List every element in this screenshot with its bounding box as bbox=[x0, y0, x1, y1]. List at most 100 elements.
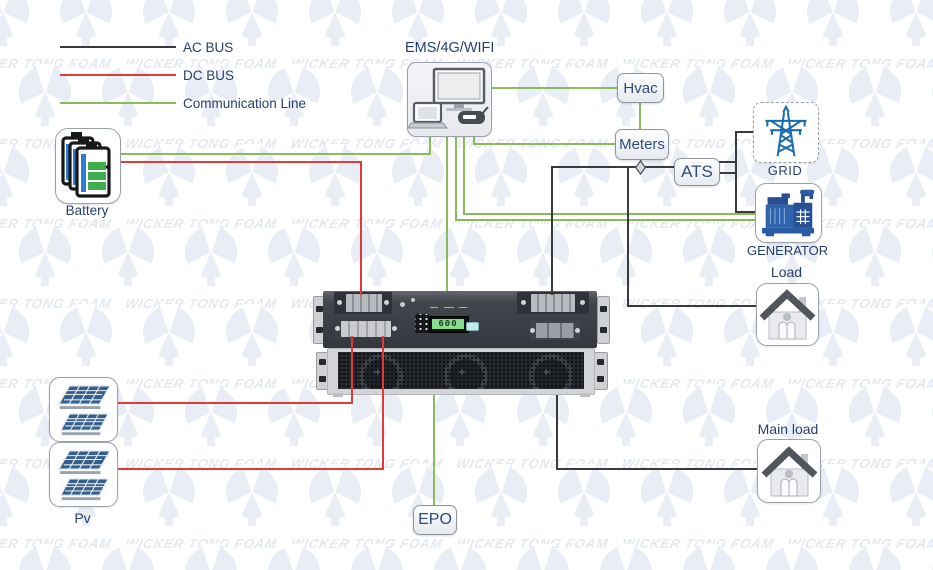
terminal-block-battery bbox=[334, 292, 392, 314]
terminal-block-pv bbox=[334, 319, 398, 339]
watermark-logo bbox=[598, 224, 654, 288]
junction-diamond-icon bbox=[635, 159, 646, 180]
watermark-logo bbox=[266, 224, 322, 288]
dc-line-pv1-h bbox=[116, 402, 353, 404]
grid-tower-icon bbox=[765, 105, 807, 157]
watermark-logo bbox=[681, 544, 737, 570]
terminal-block-ac bbox=[517, 292, 589, 314]
comm-line-ems-hvac bbox=[490, 87, 617, 89]
comm-line-generator2-v bbox=[463, 135, 465, 215]
watermark-logo bbox=[183, 384, 239, 448]
epo-node: EPO bbox=[413, 505, 457, 535]
watermark-logo bbox=[141, 464, 197, 528]
solar-panel-icon bbox=[57, 449, 111, 500]
comm-line-battery-v bbox=[429, 135, 431, 155]
hvac-label: Hvac bbox=[623, 79, 658, 97]
watermark-logo bbox=[307, 0, 363, 48]
grid-label: GRID bbox=[767, 163, 803, 178]
battery-icon bbox=[61, 132, 111, 198]
legend-ac-label: AC BUS bbox=[183, 40, 234, 55]
device-lcd-value: 600 bbox=[432, 319, 464, 329]
comm-line-hvac-meters bbox=[639, 101, 641, 130]
inverter-device-bottom bbox=[327, 348, 595, 395]
comm-line-generator1-v bbox=[455, 135, 457, 221]
battery-node bbox=[55, 128, 121, 204]
watermark-logo bbox=[681, 64, 737, 128]
watermark-logo bbox=[515, 544, 571, 570]
watermark-logo bbox=[888, 144, 933, 208]
watermark-logo bbox=[266, 384, 322, 448]
watermark-logo bbox=[805, 0, 861, 48]
grid-node bbox=[753, 102, 819, 163]
watermark-logo bbox=[0, 144, 31, 208]
watermark-logo bbox=[639, 304, 695, 368]
watermark-logo bbox=[515, 64, 571, 128]
watermark-logo bbox=[722, 0, 778, 48]
watermark-logo bbox=[888, 304, 933, 368]
watermark-logo bbox=[100, 224, 156, 288]
watermark-logo bbox=[224, 304, 280, 368]
watermark-logo bbox=[349, 544, 405, 570]
comm-line-battery-h bbox=[119, 153, 430, 155]
watermark-logo bbox=[266, 544, 322, 570]
watermark-logo bbox=[0, 0, 31, 48]
ac-line-mainload-v bbox=[556, 393, 558, 470]
watermark-logo bbox=[0, 304, 31, 368]
ats-label: ATS bbox=[681, 162, 713, 181]
pv-label: Pv bbox=[74, 510, 91, 526]
watermark-logo bbox=[764, 544, 820, 570]
device-lcd-display: 600 bbox=[429, 316, 469, 333]
ems-label: EMS/4G/WIFI bbox=[405, 40, 495, 56]
legend-comm-label: Communication Line bbox=[183, 96, 307, 111]
watermark-logo bbox=[100, 544, 156, 570]
dc-line-pv2-v bbox=[382, 336, 384, 470]
solar-panel-icon bbox=[57, 384, 111, 435]
watermark-logo bbox=[307, 464, 363, 528]
watermark-logo bbox=[888, 464, 933, 528]
watermark-logo bbox=[847, 64, 903, 128]
watermark-logo bbox=[432, 544, 488, 570]
main-load-label: Main load bbox=[757, 421, 819, 437]
battery-label: Battery bbox=[65, 203, 109, 218]
ac-line-main-h bbox=[552, 166, 675, 168]
meters-node: Meters bbox=[615, 129, 669, 160]
hvac-node: Hvac bbox=[617, 73, 664, 103]
device-rack-ear bbox=[597, 296, 610, 344]
ac-line-ats-trunk-v bbox=[735, 131, 737, 213]
load-label: Load bbox=[770, 264, 803, 280]
watermark-logo bbox=[847, 544, 903, 570]
device-comm-connector bbox=[415, 314, 429, 333]
watermark-logo bbox=[556, 464, 612, 528]
comm-line-device-epo bbox=[433, 393, 435, 505]
ac-line-mainload-h bbox=[556, 468, 757, 470]
device-button bbox=[466, 322, 479, 331]
legend-dc-line bbox=[60, 74, 176, 76]
ats-node: ATS bbox=[674, 158, 720, 186]
generator-label: GENERATOR bbox=[747, 243, 829, 258]
legend-ac-line bbox=[60, 46, 176, 48]
watermark-logo bbox=[58, 304, 114, 368]
watermark-logo bbox=[58, 0, 114, 48]
watermark-logo bbox=[681, 224, 737, 288]
comm-line-ems-device bbox=[446, 135, 448, 292]
watermark-logo bbox=[473, 144, 529, 208]
main-load-node bbox=[757, 439, 821, 503]
epo-label: EPO bbox=[418, 511, 452, 528]
ac-line-device-v bbox=[551, 166, 553, 295]
watermark-logo bbox=[847, 384, 903, 448]
watermark-logo bbox=[556, 144, 612, 208]
device-foot bbox=[580, 393, 590, 397]
watermark-logo bbox=[556, 0, 612, 48]
watermark-logo bbox=[17, 224, 73, 288]
device-rack-ear bbox=[594, 352, 608, 390]
watermark-logo bbox=[0, 464, 31, 528]
watermark-logo bbox=[432, 224, 488, 288]
device-foot bbox=[333, 393, 343, 397]
dc-line-pv2-h bbox=[116, 468, 384, 470]
comm-line-meters-v bbox=[473, 135, 475, 145]
legend-dc-label: DC BUS bbox=[183, 68, 235, 83]
watermark-logo bbox=[515, 224, 571, 288]
watermark-logo bbox=[681, 384, 737, 448]
dc-line-pv1-v bbox=[351, 336, 353, 404]
watermark-logo bbox=[598, 544, 654, 570]
